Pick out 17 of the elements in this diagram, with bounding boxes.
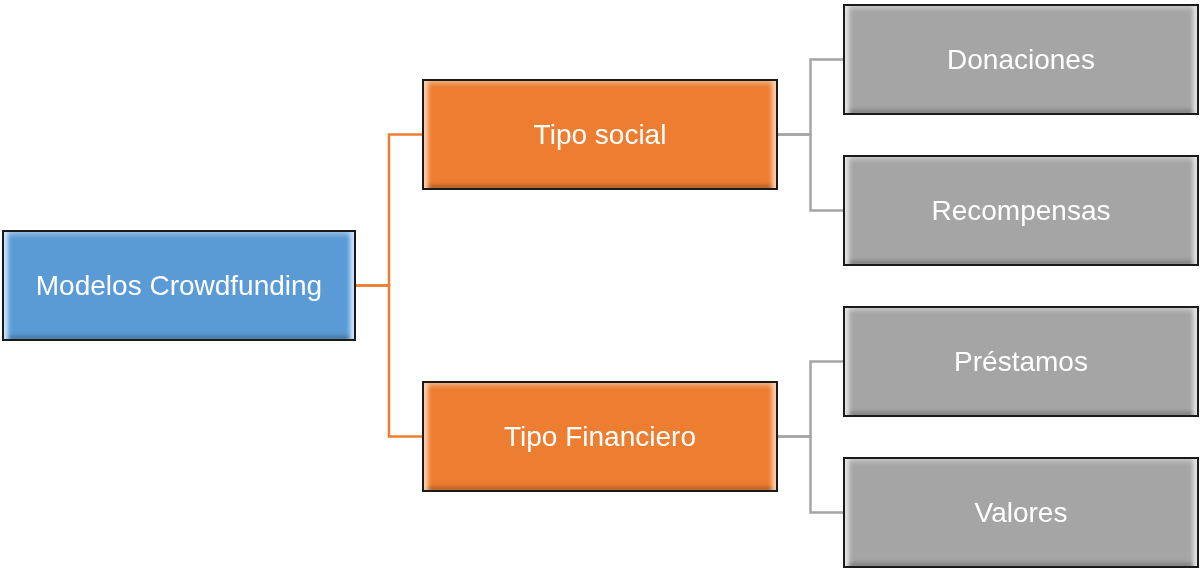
process-box — [843, 306, 1199, 417]
process-box — [843, 155, 1199, 266]
process-box — [843, 4, 1199, 115]
box-label: Recompensas — [931, 194, 1111, 227]
box-label: Tipo social — [533, 118, 667, 151]
box-label: Valores — [974, 496, 1068, 529]
box-label: Donaciones — [947, 43, 1095, 76]
connector-line — [778, 133, 843, 212]
box-label: Tipo Financiero — [504, 420, 696, 453]
connector-line — [356, 284, 422, 438]
connector-line — [778, 435, 843, 514]
box-label: Modelos Crowdfunding — [35, 269, 323, 302]
process-box — [2, 230, 356, 341]
process-box — [422, 381, 778, 492]
process-box — [843, 457, 1199, 568]
box-label: Préstamos — [954, 345, 1088, 378]
process-box — [422, 79, 778, 190]
